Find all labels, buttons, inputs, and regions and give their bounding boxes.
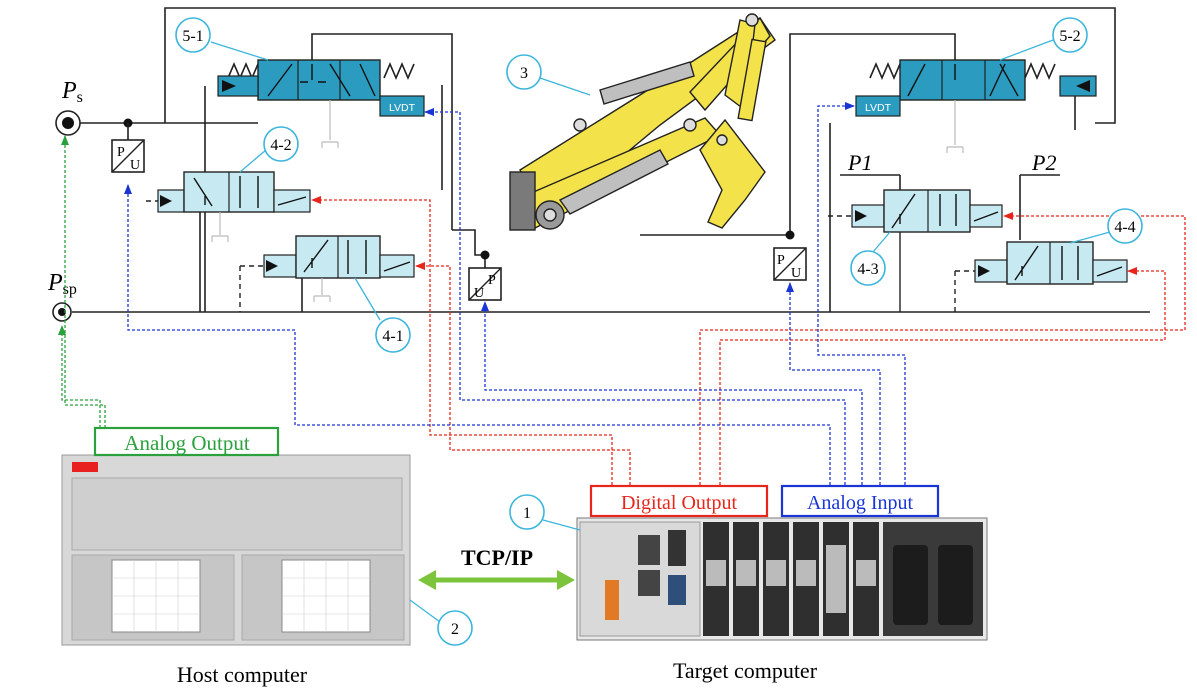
- analog-input-box: [780, 484, 940, 518]
- svg-text:4-1: 4-1: [382, 328, 403, 345]
- svg-text:LVDT: LVDT: [865, 102, 892, 114]
- ps-label: Ps: [61, 78, 83, 106]
- valve-4-4: [954, 241, 1128, 312]
- svg-text:5-1: 5-1: [182, 28, 203, 45]
- host-computer-caption: Host computer: [177, 662, 308, 687]
- callout-1: 1: [509, 494, 581, 531]
- callout-2: 2: [409, 599, 473, 646]
- pressure-sensor-left: P U: [111, 123, 145, 173]
- svg-text:LVDT: LVDT: [389, 102, 416, 114]
- host-computer-screen: [61, 454, 411, 646]
- svg-text:P: P: [488, 273, 496, 288]
- junction-dot: [785, 230, 795, 240]
- p1-label: P1: [847, 150, 872, 175]
- callout-4-3: 4-3: [850, 231, 891, 286]
- target-computer-caption: Target computer: [673, 658, 818, 683]
- callout-5-2: 5-2: [999, 17, 1088, 61]
- analog-input-label: Analog Input: [807, 492, 914, 514]
- analog-output-lines: [58, 135, 106, 428]
- servo-valve-5-2: LVDT: [855, 59, 1097, 153]
- valve-4-2: [146, 171, 311, 242]
- excavator-arm: [509, 13, 776, 231]
- psp-source-symbol: [52, 302, 72, 322]
- svg-text:P: P: [777, 253, 785, 268]
- svg-text:U: U: [130, 158, 140, 173]
- target-computer: [576, 517, 988, 641]
- servo-valve-5-1: LVDT: [217, 59, 425, 148]
- pressure-sensor-middle: P U: [468, 267, 502, 301]
- ps-source-symbol: [55, 110, 81, 136]
- svg-text:5-2: 5-2: [1059, 28, 1080, 45]
- callout-5-1: 5-1: [175, 17, 269, 61]
- svg-text:U: U: [474, 286, 484, 301]
- callout-3: 3: [506, 54, 591, 96]
- valve-4-1: [239, 235, 415, 312]
- svg-text:4-3: 4-3: [857, 261, 878, 278]
- tcpip-label: TCP/IP: [461, 545, 533, 570]
- svg-text:P: P: [117, 145, 125, 160]
- svg-text:4-4: 4-4: [1114, 219, 1135, 236]
- pressure-sensor-right: P U: [773, 247, 807, 281]
- svg-text:3: 3: [520, 65, 528, 82]
- junction-dot: [480, 250, 490, 260]
- svg-text:U: U: [791, 266, 801, 281]
- callout-4-2: 4-2: [239, 126, 299, 173]
- analog-output-box: [93, 426, 280, 457]
- callout-4-4: 4-4: [1069, 208, 1143, 244]
- callout-4-1: 4-1: [354, 277, 411, 353]
- digital-output-box: [589, 484, 769, 518]
- valve-4-3: [828, 189, 1003, 312]
- svg-text:1: 1: [523, 505, 531, 522]
- analog-output-label: Analog Output: [124, 431, 250, 455]
- svg-text:4-2: 4-2: [270, 137, 291, 154]
- psp-label: Psp: [47, 270, 77, 298]
- stop-button[interactable]: [72, 462, 98, 472]
- svg-text:2: 2: [451, 621, 459, 638]
- digital-output-label: Digital Output: [621, 492, 738, 514]
- tcpip-link: [418, 570, 575, 590]
- analog-input-lines: [124, 102, 906, 485]
- p2-label: P2: [1031, 150, 1056, 175]
